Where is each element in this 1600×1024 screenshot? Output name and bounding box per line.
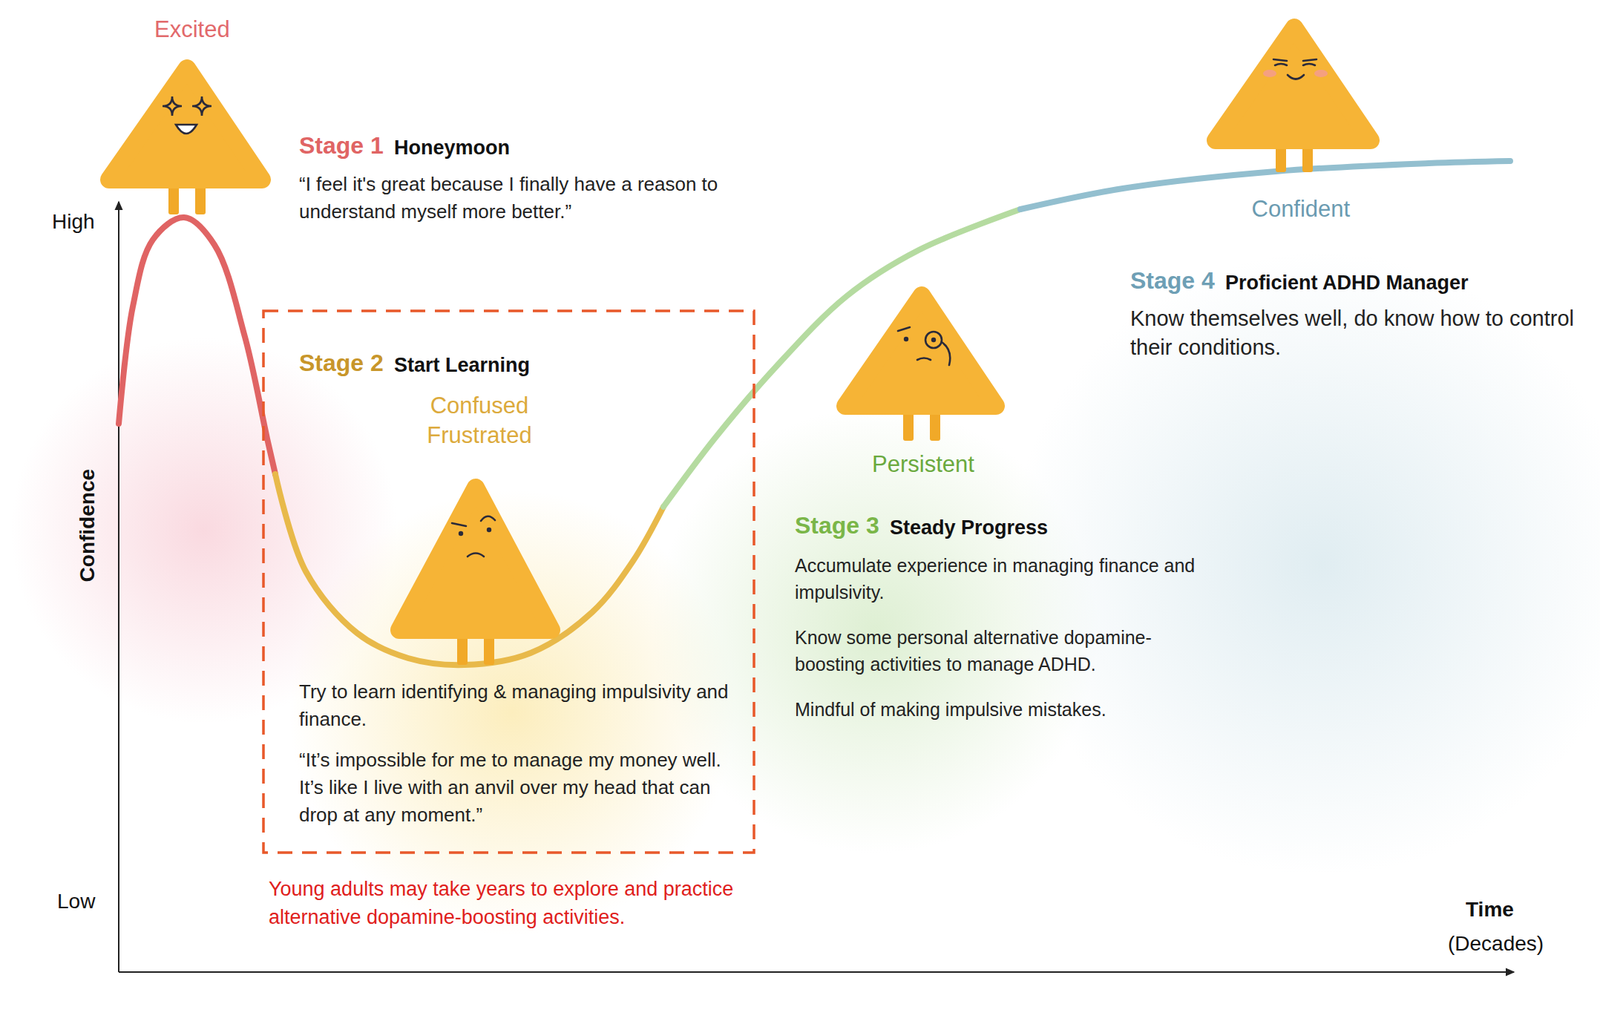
axis-label: Low bbox=[57, 888, 95, 916]
mood-label: Excited bbox=[154, 14, 231, 45]
stage-name: Proficient ADHD Manager bbox=[1225, 270, 1469, 297]
eyebrow bbox=[480, 516, 495, 521]
sparkle-eye bbox=[162, 96, 182, 116]
closed-eye bbox=[1303, 59, 1317, 61]
monocle-chain bbox=[941, 342, 950, 366]
closed-eye bbox=[1274, 63, 1287, 66]
y-axis bbox=[117, 201, 120, 973]
eyebrow bbox=[897, 327, 910, 331]
stage-description: Mindful of making impulsive mistakes. bbox=[794, 696, 1211, 724]
eye bbox=[486, 527, 492, 533]
stage-description: Try to learn identifying & managing impu… bbox=[299, 678, 737, 734]
axis-label: High bbox=[51, 208, 95, 236]
mouth bbox=[917, 358, 931, 361]
smile-mouth bbox=[175, 124, 197, 134]
axis-title: Confidence bbox=[74, 469, 101, 582]
persistent-character bbox=[845, 295, 996, 441]
character-body bbox=[845, 295, 996, 406]
stage-quote: “It’s impossible for me to manage my mon… bbox=[299, 746, 737, 829]
blush bbox=[1314, 69, 1328, 78]
frown-mouth bbox=[467, 553, 484, 558]
mood-label: Confused Frustrated bbox=[390, 391, 569, 452]
mood-label: Persistent bbox=[871, 449, 975, 480]
character-body bbox=[1215, 27, 1371, 141]
stage-name: Steady Progress bbox=[889, 515, 1048, 542]
sparkle-eye bbox=[192, 96, 212, 116]
axis-title: Time bbox=[1465, 896, 1514, 924]
note: Young adults may take years to explore a… bbox=[268, 875, 803, 933]
dashed-frame bbox=[261, 309, 756, 855]
confidence-curve bbox=[663, 209, 1021, 507]
stage-name: Honeymoon bbox=[394, 135, 510, 162]
excited-character bbox=[109, 68, 262, 215]
axis-unit: (Decades) bbox=[1447, 930, 1544, 958]
stage-description: Accumulate experience in managing financ… bbox=[794, 552, 1211, 606]
stage-number: Stage 3 bbox=[794, 510, 880, 542]
stage-number: Stage 1 bbox=[299, 130, 384, 162]
confidence-curve bbox=[275, 474, 664, 665]
confident-character bbox=[1215, 27, 1371, 173]
character-body bbox=[399, 487, 552, 631]
dashed-border bbox=[263, 310, 754, 853]
smile-mouth bbox=[1287, 74, 1304, 80]
stage-panel: Stage 2 Start LearningConfused Frustrated… bbox=[261, 309, 756, 855]
eye bbox=[903, 336, 909, 342]
stage-description: Know themselves well, do know how to con… bbox=[1130, 304, 1576, 362]
stage-number: Stage 4 bbox=[1130, 265, 1215, 297]
eyebrow bbox=[451, 523, 467, 527]
confused-character bbox=[399, 487, 552, 665]
blush bbox=[1263, 69, 1277, 78]
eye bbox=[931, 337, 936, 343]
stage-name: Start Learning bbox=[394, 352, 530, 379]
stage-description: Know some personal alternative dopamine-… bbox=[794, 624, 1211, 678]
stage-quote: “I feel it's great because I finally hav… bbox=[299, 170, 782, 226]
character-body bbox=[109, 68, 262, 180]
x-axis bbox=[118, 971, 1514, 973]
closed-eye bbox=[1273, 59, 1287, 61]
closed-eye bbox=[1303, 63, 1316, 66]
mood-label: Confident bbox=[1251, 194, 1351, 225]
confidence-curve bbox=[118, 217, 276, 475]
eye bbox=[458, 531, 464, 536]
monocle bbox=[925, 331, 942, 349]
stage-number: Stage 2 bbox=[299, 348, 384, 380]
